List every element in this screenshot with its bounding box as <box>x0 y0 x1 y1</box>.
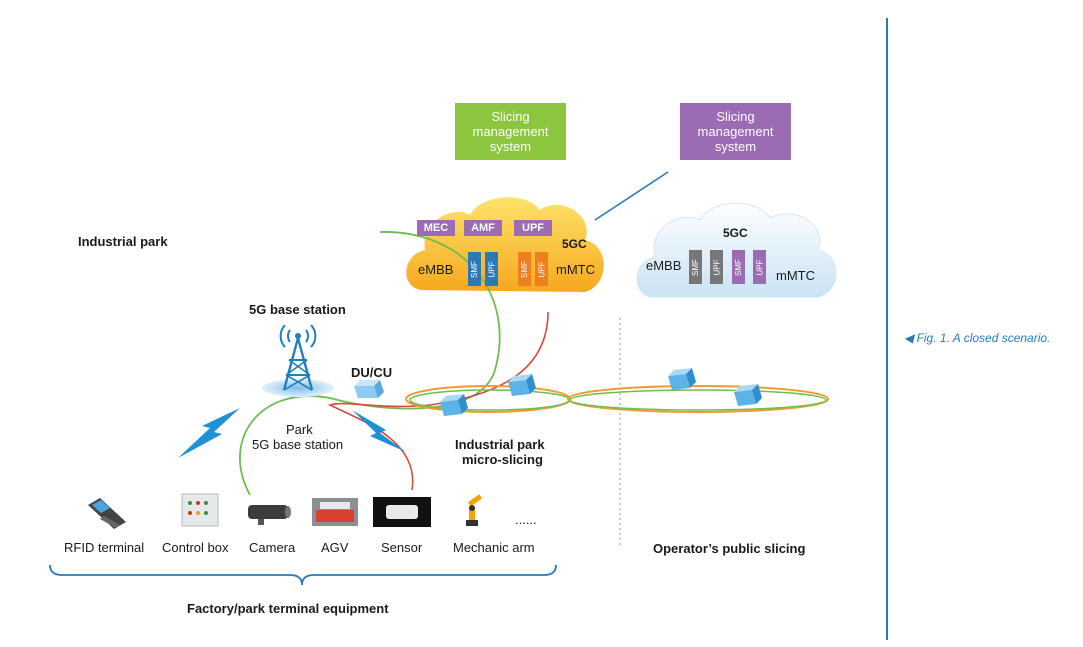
cloud-5gc-left <box>406 197 604 292</box>
terminal-label-mechanic-arm: Mechanic arm <box>453 540 535 555</box>
vtag-smf: SMF <box>689 250 702 284</box>
terminal-label-sensor: Sensor <box>381 540 423 555</box>
du-cu-label: DU/CU <box>351 365 393 380</box>
mgmt-right-line1: Slicing <box>716 109 755 124</box>
base-station-tower-icon <box>262 324 334 397</box>
control-box-icon <box>181 493 219 527</box>
mgmt-left-line1: Slicing <box>491 109 530 124</box>
cloud-left-title: 5GC <box>562 237 587 251</box>
red-slice-line <box>327 311 549 491</box>
terminal-more: ...... <box>515 512 537 527</box>
tag-upf: UPF <box>514 220 552 236</box>
agv-icon <box>312 498 358 526</box>
wireless-signal-icon <box>178 408 240 458</box>
mgmt-left-line3: system <box>489 139 532 154</box>
micro-slicing-label-line2: micro-slicing <box>462 452 543 467</box>
public-ring-orange <box>567 385 829 413</box>
base-station-label: 5G base station <box>249 302 346 317</box>
switch-icon <box>734 384 762 406</box>
switch-icon <box>668 368 696 390</box>
camera-icon <box>248 505 291 525</box>
tag-amf: AMF <box>464 220 502 236</box>
wireless-signal-icon <box>352 410 406 452</box>
slicing-management-right: Slicing management system <box>680 103 791 160</box>
cloud-right-mmtc: mMTC <box>776 268 815 283</box>
mgmt-right-line3: system <box>714 139 757 154</box>
switch-icon <box>440 394 468 416</box>
mechanic-arm-icon <box>466 494 483 526</box>
vtag-upf: UPF <box>485 252 498 286</box>
vtag-upf: UPF <box>535 252 548 286</box>
cloud-left-mmtc: mMTC <box>556 262 595 277</box>
cloud-right-title: 5GC <box>723 226 748 240</box>
mgmt-right-line2: management <box>697 124 774 139</box>
factory-equipment-label: Factory/park terminal equipment <box>187 601 389 616</box>
cloud-left-embb: eMBB <box>418 262 454 277</box>
industrial-park-label: Industrial park <box>78 234 168 249</box>
park-bs-label-line2: 5G base station <box>252 437 344 452</box>
park-bs-label-line1: Park <box>286 422 313 437</box>
terminal-label-agv: AGV <box>321 540 349 555</box>
figure-caption: ◀ Fig. 1. A closed scenario. <box>904 331 1051 345</box>
public-slicing-label: Operator’s public slicing <box>653 541 806 556</box>
mgmt-left-line2: management <box>472 124 549 139</box>
public-ring-green <box>569 389 827 411</box>
tag-mec: MEC <box>417 220 455 236</box>
park-ring-green <box>409 389 571 411</box>
mgmt-link-line <box>594 171 669 221</box>
vtag-smf: SMF <box>468 252 481 286</box>
terminal-label-camera: Camera <box>249 540 296 555</box>
cloud-right-embb: eMBB <box>646 258 682 273</box>
slicing-management-left: Slicing management system <box>455 103 566 160</box>
vtag-upf: UPF <box>753 250 766 284</box>
micro-slicing-label-line1: Industrial park <box>455 437 545 452</box>
sensor-icon <box>373 497 431 527</box>
vtag-smf: SMF <box>518 252 531 286</box>
terminal-brace <box>49 564 557 586</box>
du-cu-icon <box>354 380 384 398</box>
rfid-terminal-icon <box>88 498 126 529</box>
vtag-smf: SMF <box>732 250 745 284</box>
terminal-label-rfid: RFID terminal <box>64 540 145 555</box>
switch-icon <box>508 374 536 396</box>
vtag-upf: UPF <box>710 250 723 284</box>
terminal-label-control-box: Control box <box>162 540 229 555</box>
